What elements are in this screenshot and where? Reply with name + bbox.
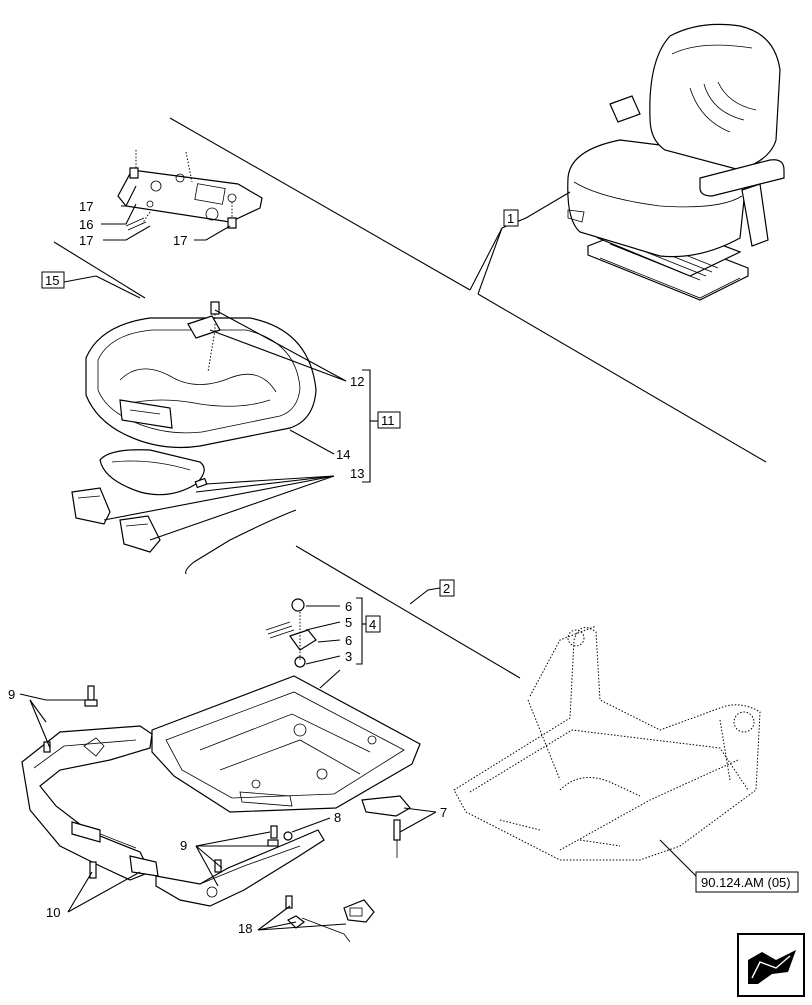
callout-2: 2	[443, 581, 450, 596]
covers-13[interactable]	[71, 487, 161, 553]
seat-frame-reference[interactable]	[453, 625, 761, 861]
latch-18[interactable]	[285, 895, 375, 943]
callout-14: 14	[336, 447, 350, 462]
callout-numbers: 17 16 17 17 12 14 13 6 5 6 3 9 9 8 7 10 …	[8, 199, 447, 936]
cushion-frame-11[interactable]	[85, 301, 317, 496]
callout-4: 4	[369, 617, 376, 632]
callout-17c: 17	[173, 233, 187, 248]
callout-6a: 6	[345, 599, 352, 614]
callout-13: 13	[350, 466, 364, 481]
guide-lines	[53, 117, 767, 679]
callout-11: 11	[381, 413, 395, 428]
callout-8: 8	[334, 810, 341, 825]
arrow-forward-icon[interactable]	[737, 933, 805, 997]
boxed-callouts: 1 15 11 2 4 90.124.AM (05)	[41, 209, 799, 893]
callout-16: 16	[79, 217, 93, 232]
callout-5: 5	[345, 615, 352, 630]
seat-pan-3[interactable]	[151, 675, 421, 813]
cable-rod[interactable]	[185, 509, 297, 575]
callout-17a: 17	[79, 199, 93, 214]
callout-1: 1	[507, 211, 514, 226]
adjuster-parts-4[interactable]	[265, 598, 317, 668]
callout-18: 18	[238, 921, 252, 936]
reference-link[interactable]	[695, 871, 799, 893]
callout-12: 12	[350, 374, 364, 389]
side-trim-left[interactable]	[21, 685, 159, 881]
callout-3: 3	[345, 649, 352, 664]
side-trim-right[interactable]	[155, 825, 325, 907]
reference-label[interactable]: 90.124.AM (05)	[701, 875, 791, 890]
leader-lines	[19, 185, 697, 931]
callout-9a: 9	[8, 687, 15, 702]
callout-9b: 9	[180, 838, 187, 853]
callout-10: 10	[46, 905, 60, 920]
mounting-plate-15[interactable]	[117, 150, 263, 231]
callout-15: 15	[45, 273, 59, 288]
seat-assembly[interactable]	[567, 23, 785, 301]
bracket-7[interactable]	[361, 795, 411, 858]
callout-7: 7	[440, 805, 447, 820]
callout-6b: 6	[345, 633, 352, 648]
callout-17b: 17	[79, 233, 93, 248]
